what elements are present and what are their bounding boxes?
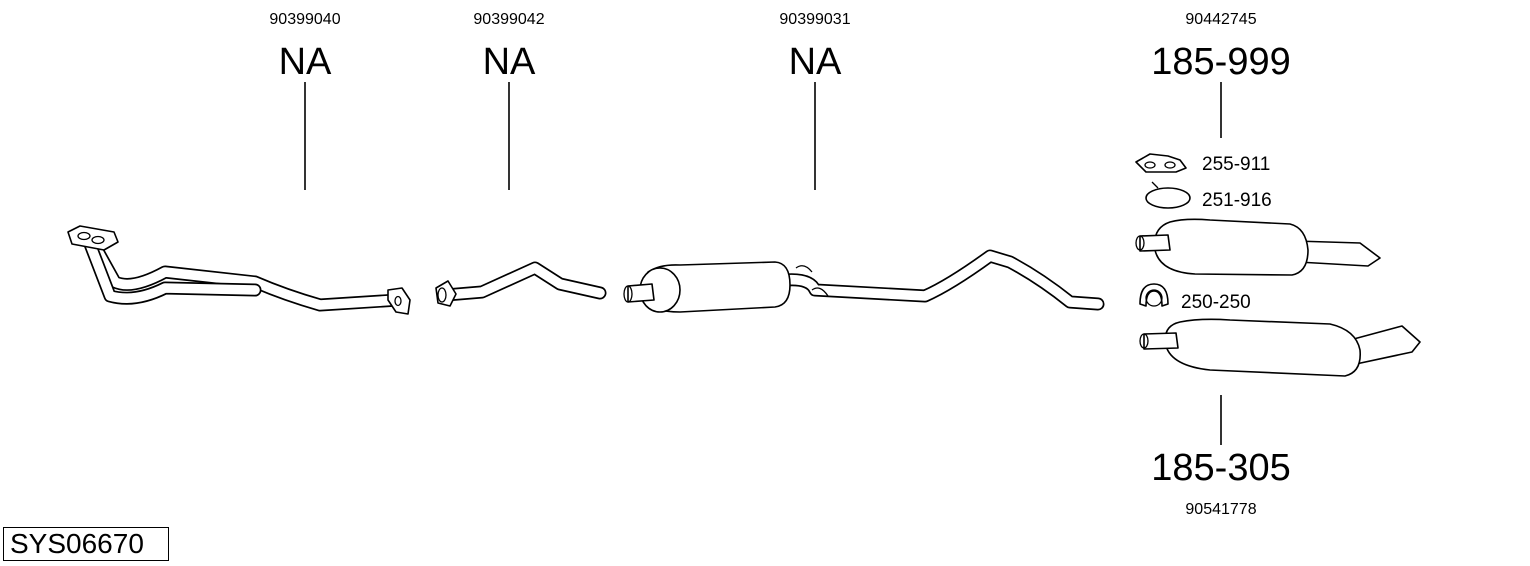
accessory-clamp-ring[interactable]: 251-916 (1145, 181, 1272, 211)
part-code: NA (483, 41, 536, 83)
hanger (795, 265, 813, 273)
part-code: 185-305 (1151, 447, 1290, 489)
tail-pipe (778, 249, 1105, 311)
part-rear-muffler-bottom[interactable]: 185-305 90541778 (1139, 318, 1421, 518)
accessory-code: 251-916 (1202, 190, 1272, 211)
inlet-stub (1143, 332, 1179, 350)
oem-number: 90399031 (779, 11, 850, 28)
oem-number: 90399040 (269, 11, 340, 28)
part-front-pipe[interactable]: 90399040 NA (67, 11, 411, 315)
accessory-code: 250-250 (1181, 292, 1251, 313)
oem-number: 90442745 (1185, 11, 1256, 28)
part-centre-muffler[interactable]: 90399031 NA (623, 11, 1105, 313)
oem-number: 90399042 (473, 11, 544, 28)
accessory-gasket[interactable]: 255-911 (1135, 153, 1270, 175)
outlet-flange (387, 287, 411, 315)
muffler-body (1164, 318, 1362, 377)
accessory-code: 255-911 (1202, 154, 1270, 175)
part-code: NA (789, 41, 842, 83)
clamp-ring-icon (1145, 187, 1191, 209)
inlet-stub (1139, 234, 1171, 252)
oem-number: 90541778 (1185, 501, 1256, 518)
gasket-icon (1135, 153, 1187, 173)
u-clamp-icon (1139, 283, 1169, 307)
inlet-stub (627, 283, 655, 303)
accessory-u-clamp[interactable]: 250-250 (1139, 283, 1251, 313)
part-code: 185-999 (1151, 41, 1290, 83)
muffler-body (1153, 218, 1309, 276)
part-intermediate-pipe[interactable]: 90399042 NA (435, 11, 607, 307)
part-rear-muffler-top[interactable]: 90442745 185-999 (1135, 11, 1381, 276)
system-code-label: SYS06670 (3, 527, 169, 561)
part-code: NA (279, 41, 332, 83)
